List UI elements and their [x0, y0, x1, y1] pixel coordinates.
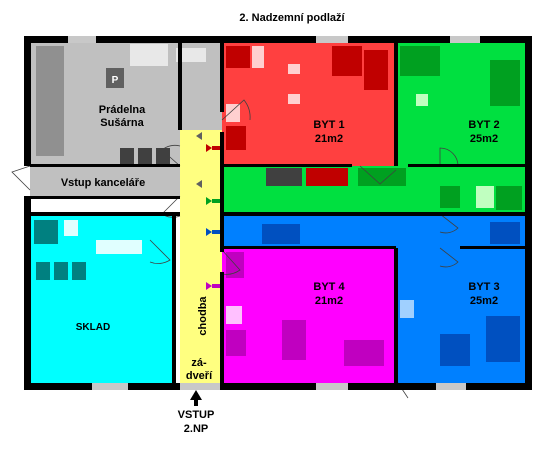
walls	[24, 36, 532, 390]
entrance-arrow	[190, 390, 202, 406]
label-sklad: SKLAD	[76, 322, 110, 333]
label-byt1-name: BYT 1	[313, 119, 344, 131]
windows	[68, 36, 480, 390]
furniture-byt2	[358, 46, 522, 210]
label-byt3-name: BYT 3	[468, 281, 499, 293]
room-vstup-kancelare	[30, 166, 180, 196]
label-entrance-2: 2.NP	[184, 423, 208, 435]
label-pradelna-2: Sušárna	[100, 117, 144, 129]
furniture-byt1	[226, 46, 388, 186]
furniture-pradelna: P	[36, 44, 206, 164]
label-vstup-kancelare: Vstup kanceláře	[61, 177, 145, 189]
corridor-arrows	[196, 132, 220, 290]
label-byt4-area: 21m2	[315, 295, 343, 307]
fixture-label: P	[112, 75, 119, 86]
label-byt2-name: BYT 2	[468, 119, 499, 131]
label-chodba: chodba	[197, 296, 209, 336]
room-chodba	[180, 130, 222, 384]
label-entrance-1: VSTUP	[178, 409, 215, 421]
label-zadveri-1: zá-	[191, 357, 207, 369]
label-byt1-area: 21m2	[315, 133, 343, 145]
label-pradelna-1: Prádelna	[99, 104, 146, 116]
label-zadveri-2: dveří	[186, 370, 213, 382]
label-byt4-name: BYT 4	[313, 281, 345, 293]
label-byt2-area: 25m2	[470, 133, 498, 145]
furniture-sklad	[34, 220, 142, 280]
furniture-byt3	[400, 222, 520, 366]
plan-title: 2. Nadzemní podlaží	[239, 12, 345, 24]
label-byt3-area: 25m2	[470, 295, 498, 307]
